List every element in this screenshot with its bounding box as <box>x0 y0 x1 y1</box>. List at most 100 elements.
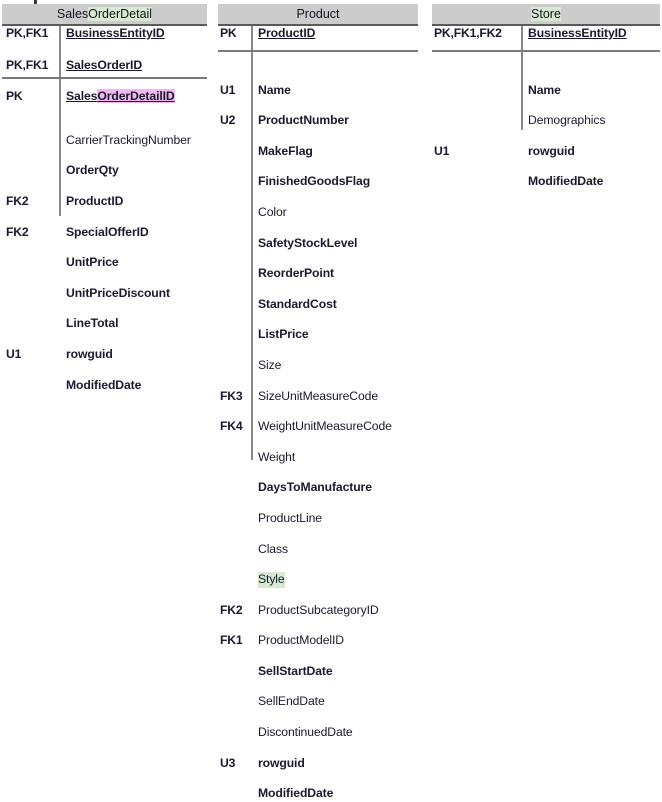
column-name: DaysToManufacture <box>258 480 372 495</box>
entity-store[interactable]: Store PK,FK1,FK2 BusinessEntityID Name D… <box>432 4 660 188</box>
column-name: ProductSubcategoryID <box>258 602 379 617</box>
table-row[interactable]: DaysToManufacture <box>218 480 418 496</box>
key-column-divider <box>59 26 61 216</box>
key-section-divider <box>218 50 418 52</box>
table-row[interactable]: U2 ProductNumber <box>218 113 418 129</box>
column-name: ListPrice <box>258 327 309 342</box>
column-name: Weight <box>258 449 296 464</box>
table-row[interactable]: FK2 ProductSubcategoryID <box>218 603 418 619</box>
entity-body-salesorderdetail: PK,FK1 BusinessEntityID PK,FK1 SalesOrde… <box>2 26 207 392</box>
key-constraint: U3 <box>220 755 236 770</box>
column-name: Size <box>258 357 282 372</box>
column-name: ProductModelID <box>258 633 344 648</box>
table-row[interactable]: UnitPriceDiscount <box>2 286 207 302</box>
column-name: BusinessEntityID <box>66 26 165 40</box>
column-name: ProductID <box>258 26 316 40</box>
table-row[interactable]: Demographics <box>432 113 660 129</box>
column-name: ReorderPoint <box>258 266 334 281</box>
key-constraint: U1 <box>6 346 22 361</box>
entity-title-store: Store <box>432 4 660 26</box>
key-constraint: FK1 <box>220 633 243 648</box>
key-constraint: FK2 <box>6 193 29 208</box>
table-row[interactable]: ReorderPoint <box>218 266 418 282</box>
column-name: LineTotal <box>66 316 119 331</box>
entity-title-highlight: Store <box>531 7 561 21</box>
column-name: Name <box>258 82 291 97</box>
table-row[interactable]: PK ProductID <box>218 26 418 42</box>
column-name: UnitPriceDiscount <box>66 285 170 300</box>
table-row[interactable]: DiscontinuedDate <box>218 725 418 741</box>
entity-title-highlight: OrderDetail <box>88 7 153 21</box>
key-constraint: FK3 <box>220 388 243 403</box>
key-column-divider <box>251 26 253 460</box>
key-constraint: PK <box>6 89 23 104</box>
table-row[interactable]: FinishedGoodsFlag <box>218 174 418 190</box>
table-row[interactable]: CarrierTrackingNumber <box>2 133 207 149</box>
table-row[interactable]: PK,FK1 BusinessEntityID <box>2 26 207 42</box>
table-row[interactable]: FK2 SpecialOfferID <box>2 225 207 241</box>
table-row[interactable]: U3 rowguid <box>218 756 418 772</box>
column-name: WeightUnitMeasureCode <box>258 419 392 434</box>
key-constraint: FK2 <box>6 224 29 239</box>
column-name: StandardCost <box>258 296 337 311</box>
table-row[interactable]: SellStartDate <box>218 664 418 680</box>
key-constraint: FK2 <box>220 602 243 617</box>
table-row[interactable]: SellEndDate <box>218 694 418 710</box>
column-name: FinishedGoodsFlag <box>258 174 371 189</box>
column-name: rowguid <box>66 346 113 361</box>
column-name: UnitPrice <box>66 255 119 270</box>
table-row[interactable]: FK2 ProductID <box>2 194 207 210</box>
column-name: ModifiedDate <box>66 377 142 392</box>
column-name: ModifiedDate <box>258 786 334 801</box>
table-row[interactable]: FK3 SizeUnitMeasureCode <box>218 389 418 405</box>
column-name-highlight: OrderDetailID <box>97 89 175 104</box>
table-row[interactable]: MakeFlag <box>218 144 418 160</box>
column-name: SizeUnitMeasureCode <box>258 388 379 403</box>
column-name: rowguid <box>528 143 575 158</box>
table-row[interactable]: Weight <box>218 450 418 466</box>
table-row[interactable]: PK,FK1 SalesOrderID <box>2 58 207 74</box>
table-row[interactable]: LineTotal <box>2 316 207 332</box>
entity-body-product: PK ProductID U1 Name U2 ProductNumber Ma… <box>218 26 418 800</box>
column-name: Class <box>258 541 288 556</box>
table-row[interactable]: ProductLine <box>218 511 418 527</box>
table-row[interactable]: FK1 ProductModelID <box>218 633 418 649</box>
column-name: SafetyStockLevel <box>258 235 358 250</box>
key-section-divider <box>432 50 660 52</box>
table-row[interactable]: U1 rowguid <box>432 144 660 160</box>
column-name: SalesOrderID <box>66 57 143 72</box>
key-constraint: U1 <box>220 82 236 97</box>
key-constraint: PK,FK1 <box>6 57 49 72</box>
table-row[interactable]: ModifiedDate <box>432 174 660 190</box>
column-name: CarrierTrackingNumber <box>66 132 191 147</box>
table-row[interactable]: Name <box>432 83 660 99</box>
cursor-artifact <box>34 0 37 6</box>
entity-product[interactable]: Product PK ProductID U1 Name U2 ProductN… <box>218 4 418 800</box>
entity-title-product: Product <box>218 4 418 26</box>
table-row[interactable]: FK4 WeightUnitMeasureCode <box>218 419 418 435</box>
table-row[interactable]: Size <box>218 358 418 374</box>
entity-salesorderdetail[interactable]: Sales OrderDetail PK,FK1 BusinessEntityID… <box>2 4 207 392</box>
table-row[interactable]: ModifiedDate <box>2 378 207 394</box>
table-row[interactable]: PK,FK1,FK2 BusinessEntityID <box>432 26 660 42</box>
table-row[interactable]: SafetyStockLevel <box>218 236 418 252</box>
table-row[interactable]: Color <box>218 205 418 221</box>
table-row[interactable]: Class <box>218 542 418 558</box>
column-name: ProductLine <box>258 510 322 525</box>
table-row[interactable]: StandardCost <box>218 297 418 313</box>
column-name: BusinessEntityID <box>528 26 627 40</box>
column-name-plain: Sales <box>66 89 98 104</box>
table-row[interactable]: U1 rowguid <box>2 347 207 363</box>
column-name: SellEndDate <box>258 694 325 709</box>
column-name: DiscontinuedDate <box>258 725 353 740</box>
table-row[interactable]: U1 Name <box>218 83 418 99</box>
table-row[interactable]: PK SalesOrderDetailID <box>2 89 207 105</box>
table-row[interactable]: Style <box>218 572 418 588</box>
entity-body-store: PK,FK1,FK2 BusinessEntityID Name Demogra… <box>432 26 660 188</box>
table-row[interactable]: OrderQty <box>2 163 207 179</box>
column-name: ModifiedDate <box>528 174 604 189</box>
column-name: ProductID <box>66 193 124 208</box>
table-row[interactable]: ModifiedDate <box>218 786 418 802</box>
table-row[interactable]: UnitPrice <box>2 255 207 271</box>
table-row[interactable]: ListPrice <box>218 327 418 343</box>
